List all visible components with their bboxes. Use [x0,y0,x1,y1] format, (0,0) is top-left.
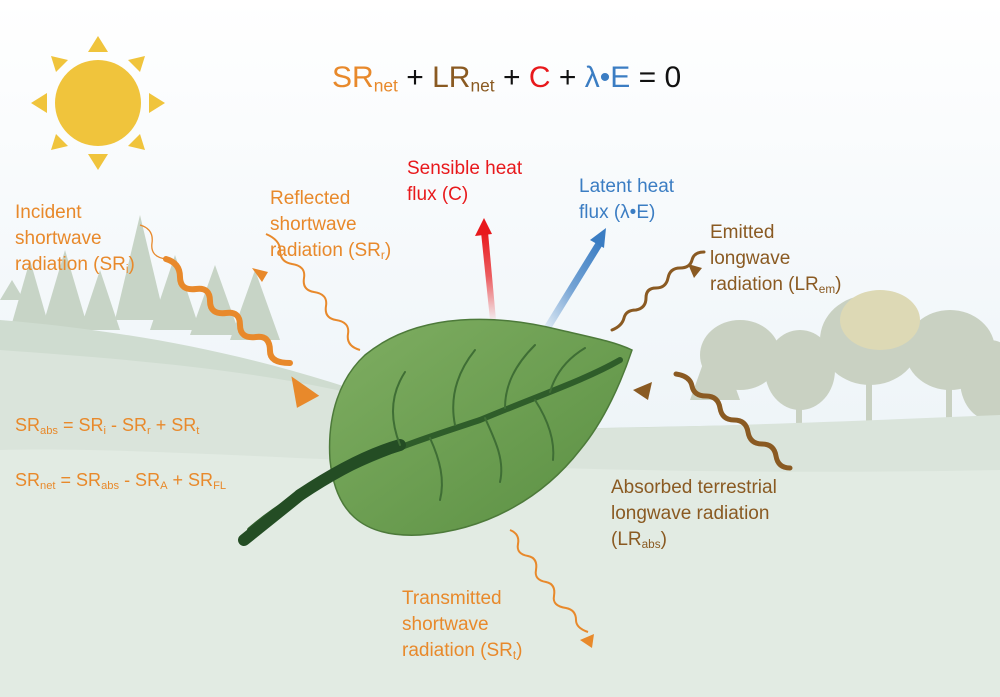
tree-icon [0,215,280,340]
sun-icon [31,36,165,170]
plus-sign: + [406,61,424,94]
c-term: C [528,61,551,94]
sr-net-term: SRnet [332,61,398,96]
plus-sign: + [558,61,577,94]
equals-zero: = 0 [638,61,682,94]
absorbed-longwave-arrow [633,371,793,471]
leaf-icon [238,318,633,546]
hill-front [0,449,1000,697]
latent-heat-label: Latent heat flux (λ•E) [579,176,675,223]
sr-abs-formula: SRabs = SRi - SRr + SRt [15,415,200,437]
emitted-longwave-arrow [610,250,706,332]
absorbed-longwave-label: Absorbed terrestrial longwave radiation … [611,477,777,551]
plus-sign: + [502,61,521,94]
reflected-shortwave-label: Reflected shortwave radiation (SRr) [270,188,392,262]
tree-icon [840,290,920,350]
sr-net-formula: SRnet = SRabs - SRA + SRFL [15,470,227,492]
emitted-longwave-label: Emitted longwave radiation (LRem) [710,222,842,296]
sensible-heat-label: Sensible heat flux (C) [407,158,523,205]
lambda-e-term: λ•E [584,61,631,94]
transmitted-shortwave-label: Transmitted shortwave radiation (SRt) [402,588,523,662]
incident-shortwave-arrow [139,224,320,408]
incident-shortwave-label: Incident shortwave radiation (SRi) [15,202,135,276]
reflected-shortwave-arrow [252,233,361,351]
transmitted-shortwave-arrow [509,529,594,648]
latent-heat-arrow [543,228,606,332]
lr-net-term: LRnet [432,61,495,96]
sensible-heat-arrow [475,218,496,320]
energy-balance-equation: SRnet + LRnet + C + λ•E = 0 [332,58,681,98]
